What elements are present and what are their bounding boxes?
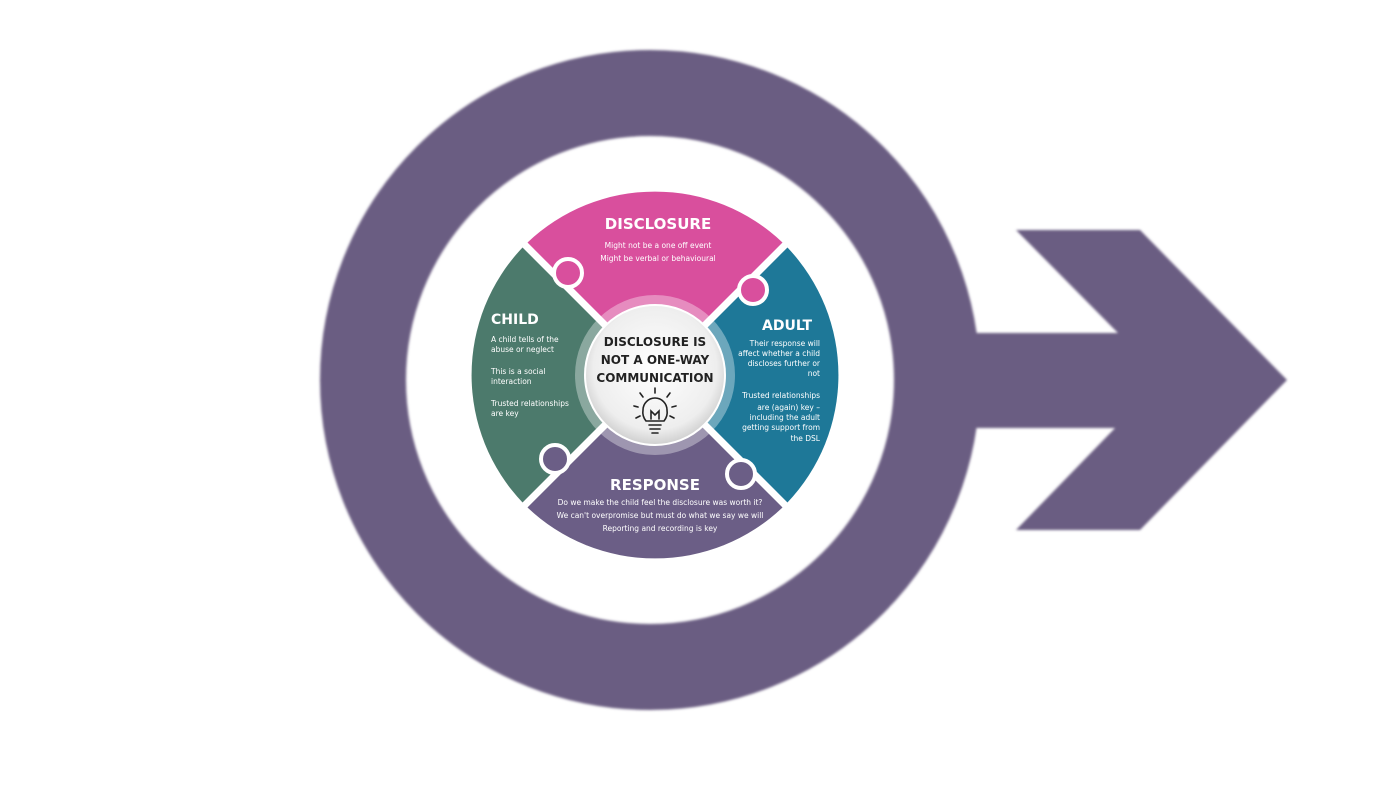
disclosure-title: DISCLOSURE bbox=[605, 215, 711, 233]
puzzle-knob bbox=[737, 274, 769, 306]
adult-line-7: are (again) key – bbox=[757, 403, 820, 412]
adult-line-8: including the adult bbox=[750, 413, 820, 422]
center-line-2: NOT A ONE-WAY bbox=[601, 353, 710, 367]
center-line-3: COMMUNICATION bbox=[596, 371, 713, 385]
disclosure-line-1: Might not be a one off event bbox=[605, 241, 712, 250]
adult-line-6: Trusted relationships bbox=[741, 391, 820, 400]
response-title: RESPONSE bbox=[610, 476, 700, 494]
puzzle-knob bbox=[539, 443, 571, 475]
segment-child bbox=[471, 247, 655, 503]
adult-line-3: discloses further or bbox=[748, 359, 821, 368]
arrow-shaft bbox=[930, 333, 1130, 428]
center-disc bbox=[584, 304, 726, 446]
child-line-1: A child tells of the bbox=[491, 335, 559, 344]
child-title: CHILD bbox=[491, 312, 539, 328]
center-line-1: DISCLOSURE IS bbox=[604, 335, 706, 349]
adult-line-4: not bbox=[808, 369, 820, 378]
arrow-head-icon bbox=[1016, 230, 1287, 530]
puzzle-wheel: DISCLOSURE IS NOT A ONE-WAY COMMUNICATIO… bbox=[465, 185, 845, 565]
child-line-4: This is a social bbox=[490, 367, 545, 376]
puzzle-knob bbox=[552, 257, 584, 289]
segment-adult bbox=[655, 247, 839, 503]
puzzle-knob bbox=[725, 458, 757, 490]
adult-title: ADULT bbox=[762, 318, 812, 334]
child-line-8: are key bbox=[491, 409, 519, 418]
adult-line-2: affect whether a child bbox=[738, 349, 820, 358]
ring-arrow-symbol bbox=[320, 50, 1287, 710]
segment-disclosure bbox=[527, 191, 783, 375]
disclosure-line-2: Might be verbal or behavioural bbox=[600, 254, 716, 263]
lightbulb-icon bbox=[633, 387, 677, 434]
response-line-2: We can't overpromise but must do what we… bbox=[557, 511, 764, 520]
response-line-1: Do we make the child feel the disclosure… bbox=[558, 498, 763, 507]
segment-response bbox=[527, 375, 783, 559]
response-line-3: Reporting and recording is key bbox=[603, 524, 718, 533]
adult-line-1: Their response will bbox=[749, 339, 820, 348]
adult-line-10: the DSL bbox=[791, 434, 821, 443]
child-line-5: interaction bbox=[491, 377, 532, 386]
child-line-7: Trusted relationships bbox=[490, 399, 569, 408]
child-line-2: abuse or neglect bbox=[491, 345, 554, 354]
adult-line-9: getting support from bbox=[742, 423, 820, 432]
